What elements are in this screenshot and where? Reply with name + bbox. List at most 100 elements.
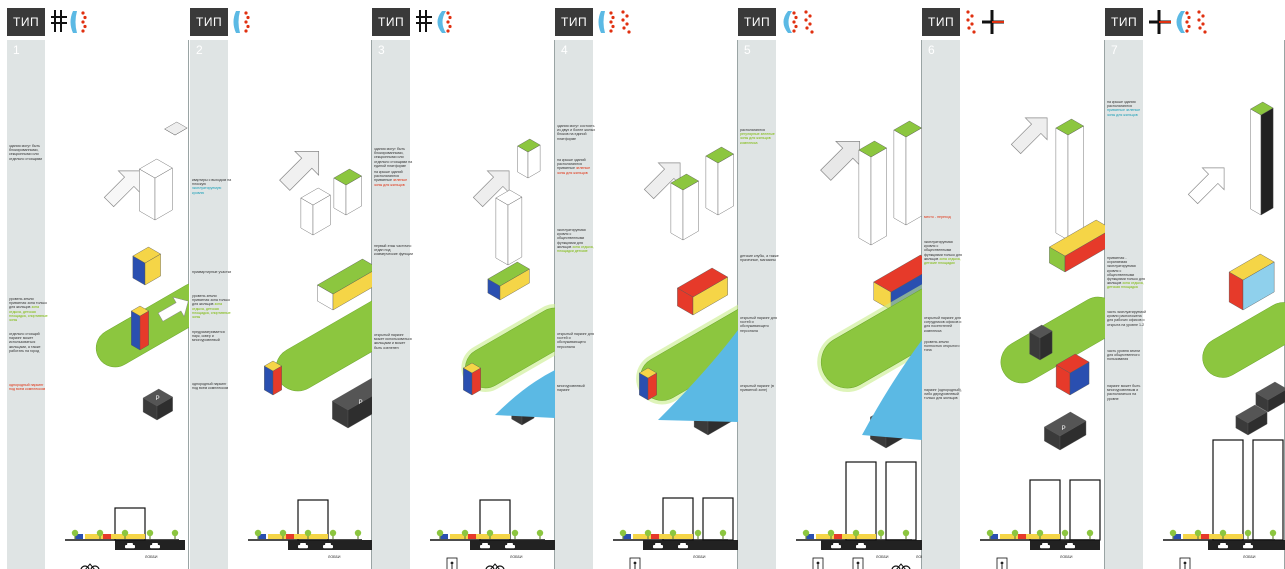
note-text: уровень земли полностью открытого типа — [924, 340, 960, 352]
car-icon-0-body — [1040, 545, 1050, 548]
car-icon-1-roof — [1245, 543, 1251, 545]
note-highlight: регулярные зеленые зоны для жильцов комп… — [740, 132, 775, 144]
arc-icon-arc — [438, 11, 447, 33]
tower-b-left — [706, 156, 718, 215]
arc-icon-arc — [1177, 11, 1186, 33]
arc-icon-dot0 — [792, 11, 795, 14]
tree-icon-4-crown — [537, 530, 543, 536]
car-icon-0-roof — [482, 543, 488, 545]
ghost-roof-top — [165, 122, 188, 135]
annotation-note: уровень земли приватная зона только для … — [9, 297, 49, 322]
podium-platform-body — [1195, 295, 1285, 385]
note-text: место - переход — [924, 215, 951, 219]
dots-icon-dot0 — [804, 10, 807, 13]
lobby-label: ЛОББИ — [693, 555, 706, 559]
dots-arc-icon-dot1 — [83, 16, 86, 19]
note-text: часть эксплуатируемой кровли расположена… — [1107, 310, 1146, 327]
tree-icon-2-crown — [1220, 530, 1226, 536]
annotation-note: часть уровня земли для общественного пол… — [1107, 349, 1147, 362]
dots-icon-dot1 — [808, 14, 811, 17]
bicycle-icon — [486, 564, 504, 569]
car-icon-1-body — [1243, 545, 1253, 548]
tall-tower — [496, 190, 522, 265]
dots-icon-dot2 — [804, 18, 807, 21]
tree-icon-0-crown — [987, 530, 993, 536]
dots-arc-icon-dot1 — [611, 16, 614, 19]
annotation-note: место - переход — [924, 215, 964, 219]
tower-b-right — [718, 154, 734, 215]
parking-block — [332, 371, 372, 428]
tree-icon-0-crown — [72, 530, 78, 536]
dots-icon-dot5 — [810, 30, 813, 33]
car-icon-0-roof — [1220, 543, 1226, 545]
tall-tower-right — [508, 197, 522, 265]
tree-icon-0-crown — [620, 530, 626, 536]
tall-tower — [1056, 119, 1084, 240]
tree-icon-4-crown — [720, 530, 726, 536]
ghost-arrow-icon — [1182, 157, 1235, 210]
annotation-note: эксплуатируемая кровля с общественными ф… — [557, 228, 597, 253]
tree-icon-3 — [1245, 530, 1251, 539]
tower-small-left — [131, 311, 140, 350]
car-icon-1-roof — [680, 543, 686, 545]
type-diagram: PЛОББИ — [960, 40, 1105, 569]
mid-block — [677, 268, 727, 315]
type-column-6: ТИП 6PЛОББИместо - переходэксплуатируема… — [922, 0, 1105, 569]
pedestrian-icon — [1180, 558, 1190, 569]
dots-icon — [804, 10, 813, 33]
dots-icon-dot2 — [621, 18, 624, 21]
podium-strip — [1000, 534, 1060, 539]
parking-block-label: P — [156, 396, 160, 402]
dots-icon-dot1 — [970, 14, 973, 17]
tree-icon-0-crown — [803, 530, 809, 536]
annotation-note: на крыше здания располагаются приватные … — [1107, 100, 1147, 117]
tree-icon-3 — [878, 530, 884, 539]
annotation-note: открытый паркинг для гостей и обслуживаю… — [740, 316, 780, 333]
type-column-2: ТИП 2PЛОББИквартиры с выходом на плоскую… — [190, 0, 372, 569]
red-strip — [651, 534, 659, 539]
annotation-note: предусматривается парк, сквер и многоуро… — [192, 330, 232, 343]
dots-arc-icon-dot3 — [246, 25, 249, 28]
tree-icon-1-crown — [462, 530, 468, 536]
tall-tower-right — [1068, 126, 1084, 240]
arc-icon-dot2 — [1185, 20, 1188, 23]
tree-icon-3-crown — [695, 530, 701, 536]
pedestrian-icon — [853, 558, 863, 569]
red-strip — [103, 534, 111, 539]
dots-icon-dot4 — [622, 26, 625, 29]
dots-icon-dot5 — [972, 30, 975, 33]
type-marks — [780, 8, 850, 36]
car-icon-0-roof — [833, 543, 839, 545]
note-text: многоуровневый паркинг — [557, 384, 585, 392]
annotation-note: открытый паркинг для сотрудников офисов … — [924, 316, 964, 333]
note-text: здания могут быть блокированными, секцио… — [374, 147, 412, 168]
dots-icon-dot2 — [966, 18, 969, 21]
dots-icon-dot4 — [967, 26, 970, 29]
section-building-b — [703, 498, 733, 540]
type-diagram: PЛОББИ — [228, 40, 372, 569]
dots-arc-icon-dot4 — [81, 29, 84, 32]
tower-a-right — [871, 148, 887, 245]
annotation-note: паркинг может быть многоуровневым и расп… — [1107, 384, 1147, 401]
note-highlight: приватные зеленые зоны для жильцов — [1107, 108, 1140, 116]
type-header: ТИП 7 — [1105, 8, 1143, 36]
lobby-label: ЛОББИ — [145, 555, 158, 559]
dots-icon-dot5 — [627, 30, 630, 33]
red-strip — [468, 534, 476, 539]
annotation-note: здания могут состоять из двух и более жи… — [557, 124, 597, 141]
building-b — [334, 169, 362, 215]
tree-icon-3 — [695, 530, 701, 539]
dots-icon-dot1 — [1201, 14, 1204, 17]
type-diagram: PЛОББИ — [593, 40, 738, 569]
dots-icon — [966, 10, 975, 33]
car-icon-0-body — [298, 545, 308, 548]
arc-icon-dot3 — [1187, 25, 1190, 28]
small-tower — [518, 139, 541, 178]
dots-icon-dot4 — [1198, 26, 1201, 29]
red-strip — [286, 534, 294, 539]
type-header: ТИП 3 — [372, 8, 410, 36]
annotation-note: уровень земли полностью открытого типа — [924, 340, 964, 353]
tower-small — [639, 368, 656, 400]
dots-icon — [621, 10, 630, 33]
arc-icon-dot0 — [446, 11, 449, 14]
